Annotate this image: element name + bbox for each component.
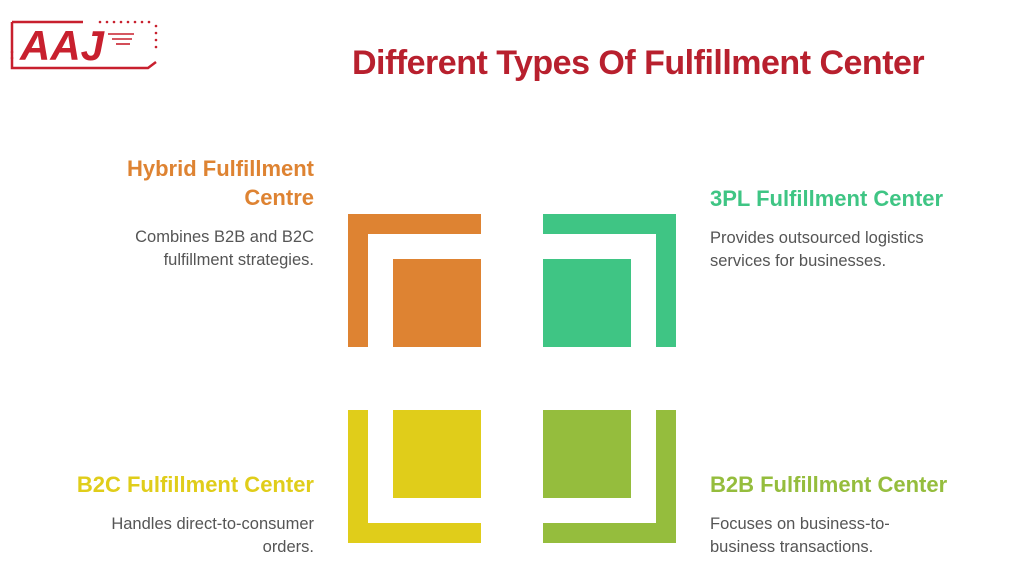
threepl-desc-line1: Provides outsourced logistics <box>710 229 924 247</box>
hybrid-heading-line1: Hybrid Fulfillment <box>127 156 314 181</box>
logo-icon: AAJ <box>10 20 158 70</box>
threepl-bracket-right <box>656 214 676 347</box>
b2b-text-block: B2B Fulfillment Center Focuses on busine… <box>710 470 1010 559</box>
hybrid-description: Combines B2B and B2C fulfillment strateg… <box>60 226 314 272</box>
hybrid-bracket-left <box>348 214 368 347</box>
b2c-heading: B2C Fulfillment Center <box>76 472 314 497</box>
threepl-text-block: 3PL Fulfillment Center Provides outsourc… <box>710 184 1010 273</box>
b2c-desc-line1: Handles direct-to-consumer <box>111 515 314 533</box>
b2c-square-icon <box>393 410 481 498</box>
b2b-desc-line2: business transactions. <box>710 538 874 556</box>
b2c-description: Handles direct-to-consumer orders. <box>30 513 314 559</box>
page-title: Different Types Of Fulfillment Center <box>352 44 925 82</box>
b2c-bracket-bottom <box>348 523 481 543</box>
svg-text:AAJ: AAJ <box>19 22 106 69</box>
hybrid-desc-line2: fulfillment strategies. <box>163 251 314 269</box>
b2b-bracket-bottom <box>543 523 676 543</box>
threepl-square-icon <box>543 259 631 347</box>
aaj-logo: AAJ <box>8 12 158 72</box>
hybrid-text-block: Hybrid Fulfillment Centre Combines B2B a… <box>60 154 314 272</box>
hybrid-heading-line2: Centre <box>244 185 314 210</box>
hybrid-desc-line1: Combines B2B and B2C <box>135 228 314 246</box>
b2b-bracket-right <box>656 410 676 543</box>
b2c-text-block: B2C Fulfillment Center Handles direct-to… <box>30 470 314 559</box>
threepl-bracket-top <box>543 214 676 234</box>
b2b-desc-line1: Focuses on business-to- <box>710 515 890 533</box>
b2c-desc-line2: orders. <box>262 538 314 556</box>
hybrid-bracket-top <box>348 214 481 234</box>
threepl-description: Provides outsourced logistics services f… <box>710 227 1010 273</box>
threepl-desc-line2: services for businesses. <box>710 252 887 270</box>
b2c-bracket-left <box>348 410 368 543</box>
b2b-heading: B2B Fulfillment Center <box>710 472 948 497</box>
b2b-description: Focuses on business-to- business transac… <box>710 513 1010 559</box>
hybrid-heading: Hybrid Fulfillment Centre <box>60 154 314 212</box>
threepl-heading: 3PL Fulfillment Center <box>710 186 944 211</box>
hybrid-square-icon <box>393 259 481 347</box>
b2b-square-icon <box>543 410 631 498</box>
